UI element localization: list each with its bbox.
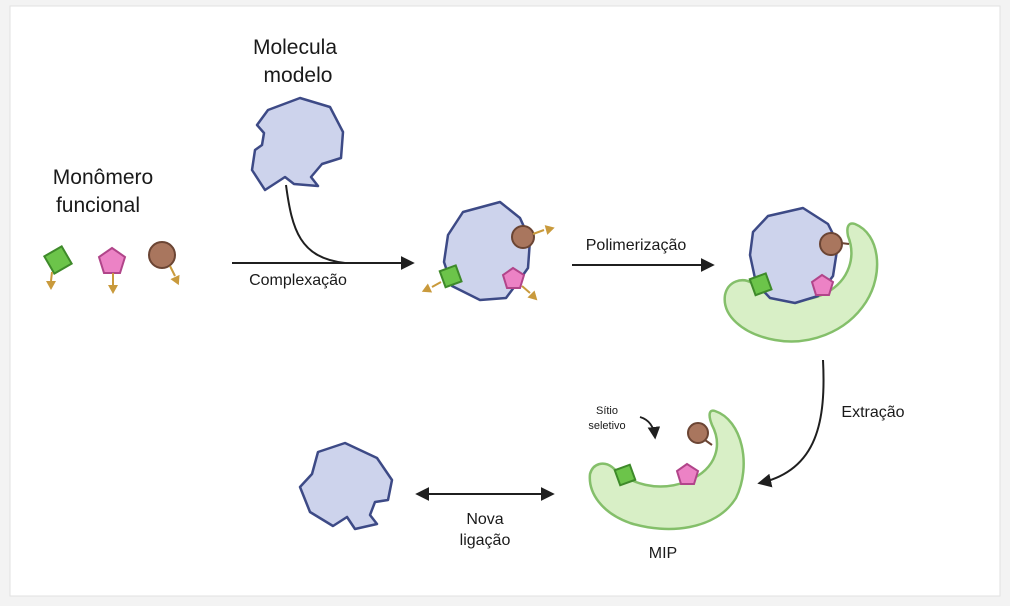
mip-polymer (588, 409, 745, 531)
extraction-arrow (757, 359, 825, 488)
selective-site-label-line2: seletivo (588, 420, 625, 432)
template-molecule-label-line2: modelo (264, 64, 333, 87)
complexation-label: Complexação (249, 272, 347, 289)
selective-site-pointer (639, 416, 661, 440)
template-molecule-icon (298, 441, 394, 531)
functional-monomer-label-line1: Monômero (53, 166, 153, 189)
polymer-matrix-icon (723, 222, 879, 343)
polymerized-complex (723, 206, 879, 343)
polymer-matrix-icon (588, 409, 745, 531)
mip-label: MIP (649, 545, 677, 562)
template-connector-curve (285, 184, 346, 264)
selective-site-label-line1: Sítio (596, 405, 618, 417)
template-molecule-icon (250, 96, 345, 192)
new-binding-label-line2: ligação (460, 532, 511, 549)
template-molecule-label-line1: Molecula (253, 36, 337, 59)
extraction-label: Extração (841, 404, 904, 421)
pentagon-monomer-icon (97, 246, 127, 294)
template-monomer-complex (419, 200, 556, 304)
polymerization-label: Polimerização (586, 237, 687, 254)
circle-monomer-icon (148, 241, 184, 288)
functional-monomer-label-line2: funcional (56, 194, 140, 217)
square-monomer-icon (42, 244, 74, 290)
new-binding-label-line1: Nova (466, 511, 503, 528)
